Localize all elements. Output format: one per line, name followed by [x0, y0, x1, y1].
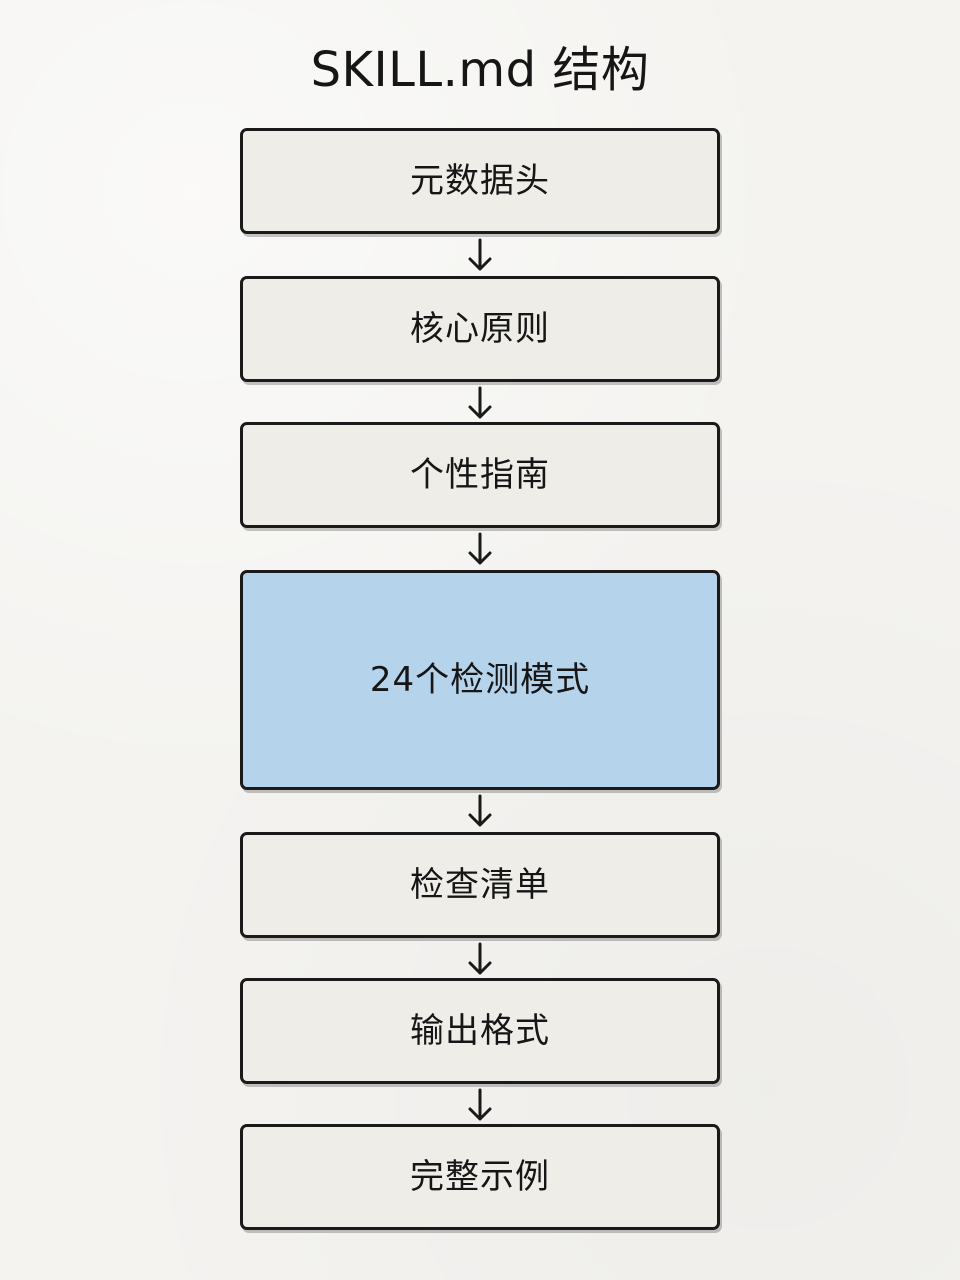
step-box-checklist: 检查清单 — [240, 832, 720, 938]
step-label: 元数据头 — [410, 161, 550, 201]
step-box-core-principles: 核心原则 — [240, 276, 720, 382]
step-label: 完整示例 — [410, 1157, 550, 1197]
step-label: 输出格式 — [410, 1011, 550, 1051]
step-box-full-example: 完整示例 — [240, 1124, 720, 1230]
down-arrow-icon — [466, 386, 494, 420]
step-box-metadata-header: 元数据头 — [240, 128, 720, 234]
step-box-detection-patterns: 24个检测模式 — [240, 570, 720, 790]
step-label: 个性指南 — [410, 455, 550, 495]
diagram-title: SKILL.md 结构 — [310, 42, 650, 98]
step-label: 检查清单 — [410, 865, 550, 905]
down-arrow-icon — [466, 794, 494, 828]
down-arrow-icon — [466, 238, 494, 272]
down-arrow-icon — [466, 1088, 494, 1122]
step-box-personality-guide: 个性指南 — [240, 422, 720, 528]
down-arrow-icon — [466, 942, 494, 976]
step-label: 24个检测模式 — [369, 660, 591, 700]
step-label: 核心原则 — [410, 309, 550, 349]
down-arrow-icon — [466, 532, 494, 566]
step-box-output-format: 输出格式 — [240, 978, 720, 1084]
